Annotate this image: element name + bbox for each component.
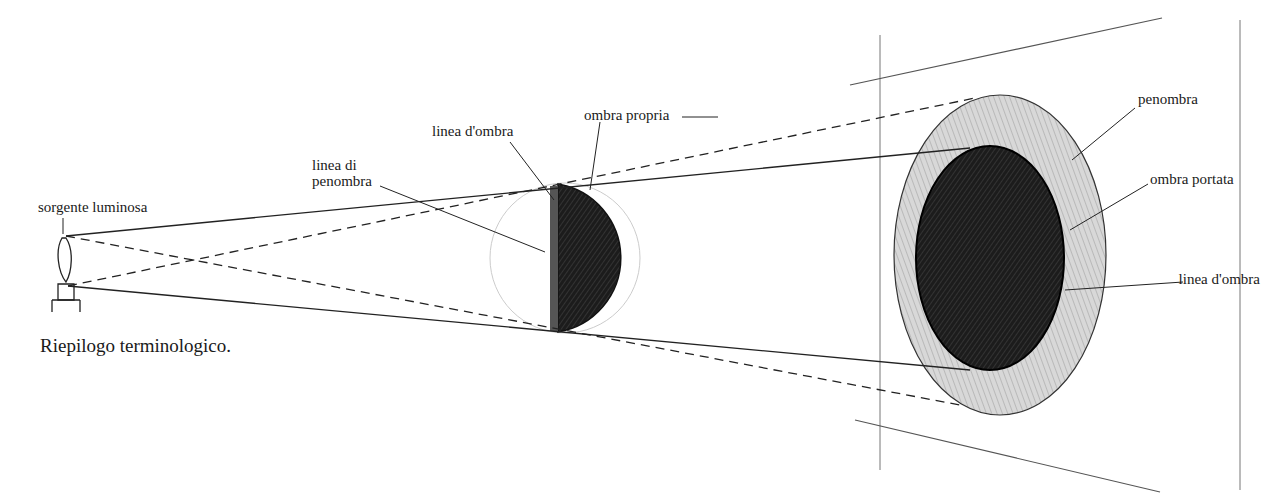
term-label: ombra portata [1150,172,1234,188]
term-label: linea d'ombra [1179,272,1260,288]
term-label: linea d'ombra [432,124,513,140]
light-source [52,238,80,312]
light-rays [66,98,975,405]
term-label: ombra propria [584,108,669,124]
term-label: penombra [1138,92,1198,108]
penumbra-area [894,95,1106,415]
shadow-line [550,186,558,331]
term-label: linea di penombra [312,158,386,190]
own-shadow [558,184,621,332]
sphere [490,183,640,333]
caption-note: Riepilogo terminologico. [40,336,231,356]
term-label: sorgente luminosa [38,200,147,216]
cast-shadow [916,146,1064,370]
leader-lines [63,108,1183,290]
